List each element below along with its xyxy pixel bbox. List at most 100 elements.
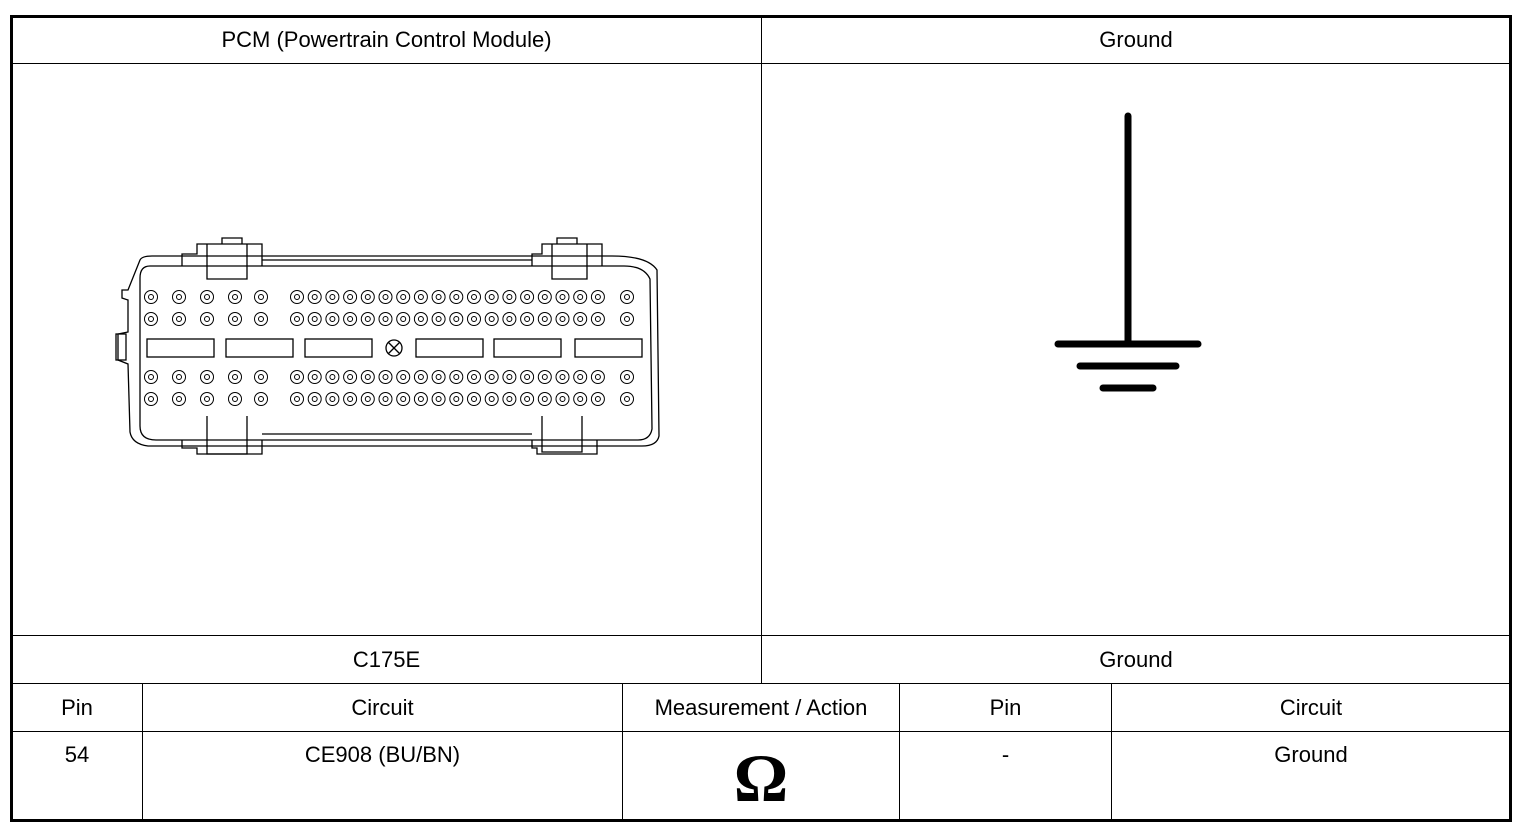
pin-cavity-center <box>488 294 495 300</box>
pin-cavity <box>502 370 517 384</box>
pin-cavity-center <box>364 316 371 322</box>
pin-cavity-center <box>311 294 318 300</box>
pin-cavity-center <box>471 374 477 380</box>
ground-title: Ground <box>1099 27 1173 52</box>
pin-cavity-center <box>524 396 531 402</box>
pin-cavity-center <box>488 374 495 380</box>
pin-cavity <box>484 312 499 326</box>
pin-cavity-center <box>364 396 371 402</box>
pin-cavity <box>200 290 214 304</box>
pin-cavity-center <box>488 396 495 402</box>
pin-cavity-center <box>329 316 336 322</box>
pin-cavity-center <box>453 374 460 380</box>
pin-cavity-center <box>258 396 264 402</box>
pin-cavity-center <box>400 396 407 402</box>
pin-cavity-center <box>524 374 531 380</box>
pin-cavity <box>378 392 393 406</box>
pin-cavity <box>502 392 517 406</box>
pin-cavity-center <box>176 316 182 322</box>
pin-cavity <box>290 392 304 406</box>
row-pin-2: - <box>1001 742 1010 767</box>
pin-cavity <box>555 290 570 304</box>
pin-cavity <box>484 392 499 406</box>
pin-cavity-center <box>453 316 460 322</box>
pin-cavity-center <box>435 316 442 322</box>
pin-cavity-center <box>364 374 371 380</box>
pin-cavity <box>555 370 570 384</box>
pin-cavity <box>228 312 242 326</box>
pin-cavity-center <box>506 294 513 300</box>
col-header-pin: Pin <box>61 694 93 720</box>
pin-cavity <box>555 392 570 406</box>
pin-cavity-center <box>329 294 336 300</box>
pin-cavity-center <box>382 396 389 402</box>
pin-cavity-center <box>435 374 442 380</box>
col-header-pin-2: Pin <box>989 694 1022 720</box>
pin-cavity <box>144 392 158 406</box>
pin-cavity <box>467 312 481 326</box>
pin-cavity <box>396 392 411 406</box>
pin-cavity-center <box>541 316 548 322</box>
pin-cavity <box>520 312 535 326</box>
pin-cavity <box>620 290 634 304</box>
pin-cavity <box>228 370 242 384</box>
pin-cavity <box>620 312 634 326</box>
pin-cavity-center <box>176 396 182 402</box>
pin-cavity-center <box>294 294 300 300</box>
pin-cavity-center <box>524 294 531 300</box>
pin-cavity <box>590 290 605 304</box>
pin-cavity <box>360 312 375 326</box>
pin-cavity <box>254 392 268 406</box>
pin-cavity-center <box>594 396 601 402</box>
divider <box>1111 683 1112 820</box>
pin-cavity-center <box>204 374 210 380</box>
pin-cavity <box>413 370 428 384</box>
pin-cavity-center <box>204 294 210 300</box>
pin-cavity-center <box>435 396 442 402</box>
pin-cavity-center <box>559 316 566 322</box>
pin-cavity <box>172 392 186 406</box>
pin-cavity <box>620 392 634 406</box>
pcm-title: PCM (Powertrain Control Module) <box>221 27 552 52</box>
pin-cavity <box>378 370 393 384</box>
pin-cavity <box>254 370 268 384</box>
pin-cavity-center <box>400 316 407 322</box>
pin-cavity-center <box>148 374 154 380</box>
pin-cavity <box>573 370 588 384</box>
pin-cavity <box>413 290 428 304</box>
pin-cavity <box>343 290 358 304</box>
pin-cavity <box>431 370 446 384</box>
pin-cavity-center <box>577 294 584 300</box>
pin-cavity <box>378 290 393 304</box>
pin-cavity <box>467 392 481 406</box>
pin-cavity <box>307 290 322 304</box>
pin-cavity <box>325 312 340 326</box>
pin-cavity <box>537 290 552 304</box>
pin-cavity-center <box>232 374 238 380</box>
pin-cavity-center <box>417 316 424 322</box>
col-header-circuit-2: Circuit <box>1279 694 1343 720</box>
pin-cavity-center <box>148 396 154 402</box>
pin-cavity <box>573 392 588 406</box>
pin-cavity-center <box>232 396 238 402</box>
pin-cavity-center <box>541 396 548 402</box>
pin-cavity-center <box>347 294 354 300</box>
pin-cavity <box>431 312 446 326</box>
table-frame <box>10 15 1512 822</box>
pin-cavity-center <box>329 374 336 380</box>
pin-cavity <box>449 392 464 406</box>
pin-cavity <box>484 290 499 304</box>
pin-cavity-center <box>176 294 182 300</box>
pin-cavity-center <box>577 374 584 380</box>
pin-cavity-center <box>204 396 210 402</box>
pin-cavity <box>555 312 570 326</box>
pin-cavity <box>144 370 158 384</box>
pin-cavity <box>172 370 186 384</box>
pin-cavity-center <box>624 374 630 380</box>
pin-cavity <box>396 312 411 326</box>
pin-cavity-center <box>577 316 584 322</box>
pin-cavity <box>290 312 304 326</box>
pin-cavity <box>325 370 340 384</box>
pin-cavity-center <box>148 294 154 300</box>
divider <box>622 683 623 820</box>
